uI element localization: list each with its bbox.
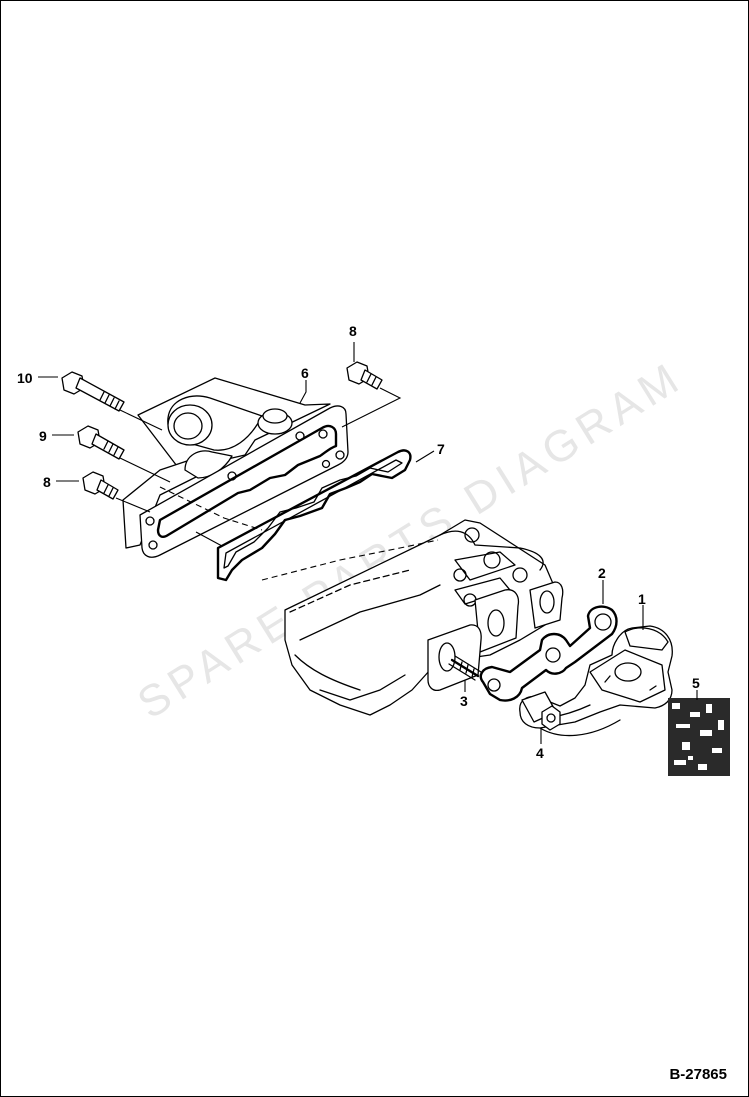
stud-part-3: [448, 655, 482, 681]
callout-4: 4: [536, 745, 544, 761]
bolt-part-8-lower: [82, 471, 119, 500]
callout-7: 7: [437, 441, 445, 457]
bolt-part-9: [77, 425, 125, 460]
callout-2: 2: [598, 565, 606, 581]
callout-leaders: [38, 342, 698, 744]
callout-3: 3: [460, 693, 468, 709]
decal-part-5: [668, 698, 730, 776]
bolt-part-8-upper: [346, 361, 383, 390]
exhaust-manifold-part-1: [519, 625, 673, 737]
callout-5: 5: [692, 675, 700, 691]
exhaust-gasket-part-2: [479, 605, 618, 702]
callout-10: 10: [17, 370, 33, 386]
callout-9: 9: [39, 428, 47, 444]
bolt-part-10: [61, 371, 125, 412]
cylinder-head: [284, 519, 564, 716]
callout-1: 1: [638, 591, 646, 607]
intake-manifold-part-6: [122, 377, 349, 558]
alignment-lines: [115, 387, 439, 581]
callout-8-upper: 8: [349, 323, 357, 339]
callout-6: 6: [301, 365, 309, 381]
callout-8-lower: 8: [43, 474, 51, 490]
nut-part-4: [541, 705, 561, 731]
intake-gasket-part-7: [216, 449, 412, 582]
figure-reference-number: B-27865: [669, 1066, 727, 1083]
